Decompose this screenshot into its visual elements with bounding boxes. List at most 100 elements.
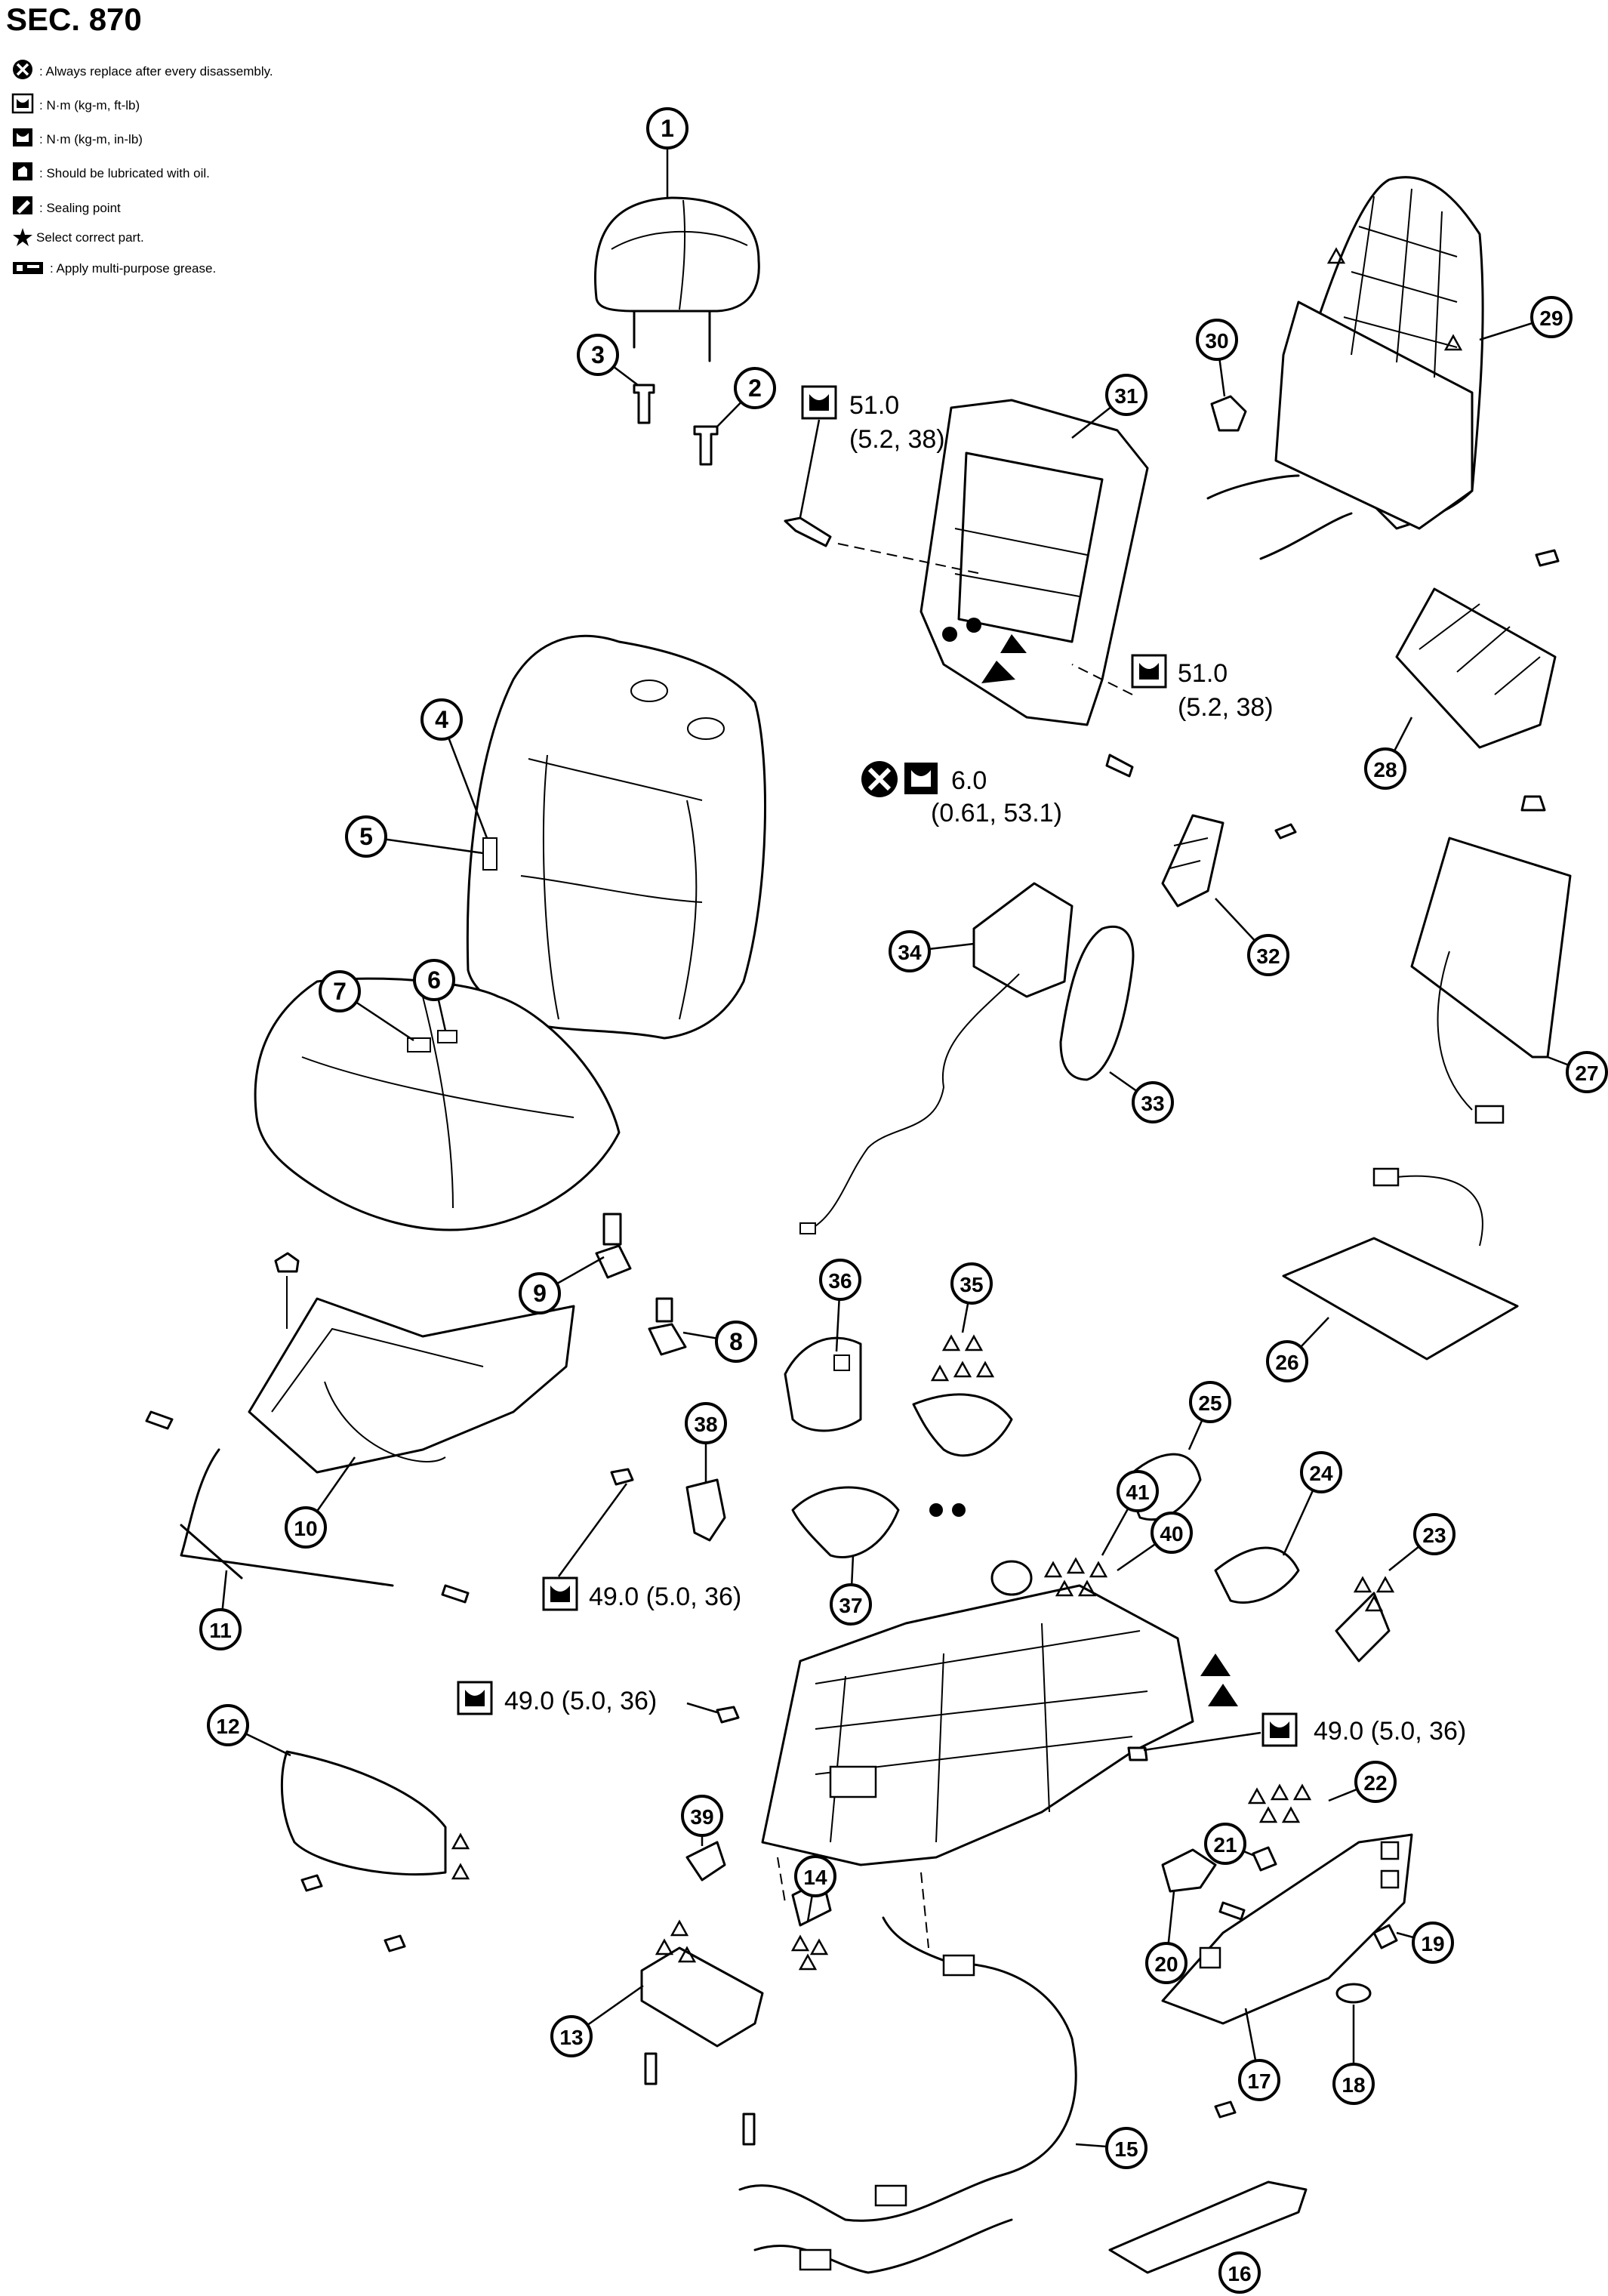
cushion-heater: [1282, 1167, 1519, 1361]
callout-number: 12: [216, 1715, 239, 1738]
torque-ftlb-icon: [1261, 1712, 1298, 1747]
callout-number: 3: [591, 341, 605, 368]
callout-9: 9: [519, 1256, 605, 1314]
callout-number: 4: [435, 706, 448, 733]
torque-value: 51.0: [849, 391, 899, 420]
callout-number: 41: [1126, 1481, 1149, 1504]
triangle-markers: [451, 247, 1463, 1971]
callout-3: 3: [577, 334, 639, 386]
callout-circle: [413, 959, 455, 1001]
callout-38: 38: [685, 1402, 727, 1484]
callout-circle: [715, 1321, 757, 1363]
side-cover: [1161, 1833, 1413, 2025]
callout-circle: [1189, 1381, 1231, 1423]
callout-circle: [1566, 1051, 1608, 1093]
x-circle-icon: [861, 761, 898, 797]
torque-spec-1: 51.0 (5.2, 38): [799, 385, 945, 518]
callout-circle: [1247, 934, 1289, 976]
callout-circle: [1145, 1942, 1188, 1984]
legend: : Always replace after every disassembly…: [11, 60, 273, 276]
callout-20: 20: [1145, 1891, 1188, 1984]
callout-number: 13: [559, 2026, 583, 2049]
side-switch-assembly: [799, 814, 1297, 1234]
callout-6: 6: [413, 959, 455, 1031]
torque-value: 49.0 (5.0, 36): [1314, 1717, 1466, 1746]
torque-spec-2: 51.0 (5.2, 38): [1131, 654, 1274, 722]
callout-28: 28: [1364, 717, 1413, 790]
torque-value: 51.0: [1178, 659, 1228, 688]
frame-bolts: [784, 516, 1134, 778]
callout-number: 30: [1205, 329, 1228, 353]
callout-number: 20: [1154, 1952, 1178, 1976]
callout-29: 29: [1479, 296, 1573, 341]
callout-circle: [681, 1795, 723, 1837]
seatback-frame: [837, 399, 1149, 726]
callout-number: 18: [1342, 2073, 1365, 2097]
headrest: [594, 196, 760, 362]
callout-number: 7: [333, 978, 347, 1005]
callout-number: 17: [1247, 2069, 1271, 2093]
cushion-wire: [145, 1410, 470, 1604]
panel-clip: [1210, 395, 1247, 432]
callout-30: 30: [1196, 319, 1238, 397]
callout-number: 11: [209, 1619, 232, 1642]
callout-number: 27: [1575, 1062, 1598, 1085]
callout-circle: [646, 107, 688, 149]
callout-circle: [577, 334, 619, 376]
callout-circle: [819, 1259, 861, 1301]
grease-icon: [13, 262, 43, 274]
callout-number: 5: [359, 823, 373, 850]
callout-circle: [345, 815, 387, 858]
callout-circle: [1354, 1761, 1397, 1803]
power-seat-switch: [1161, 1846, 1277, 1921]
callout-11: 11: [199, 1570, 242, 1650]
callout-circle: [950, 1262, 993, 1305]
callout-27: 27: [1547, 1051, 1608, 1093]
callout-number: 38: [694, 1413, 717, 1436]
seat-frame-bolts: [610, 1468, 1148, 1761]
star-icon: [13, 228, 32, 246]
callout-number: 22: [1363, 1771, 1387, 1795]
callout-number: 31: [1114, 384, 1138, 408]
callout-circle: [734, 367, 776, 409]
callout-25: 25: [1188, 1381, 1231, 1450]
callout-8: 8: [682, 1321, 757, 1363]
callout-circle: [1530, 296, 1573, 338]
seat-cushion-cover: [254, 977, 621, 1231]
callout-4: 4: [420, 698, 488, 839]
callout-circle: [1132, 1081, 1174, 1123]
callout-number: 24: [1309, 1462, 1333, 1485]
callout-37: 37: [830, 1555, 872, 1626]
callout-circle: [830, 1583, 872, 1626]
callout-circle: [1364, 747, 1406, 790]
seatback-bracket: [1395, 549, 1560, 812]
legend-text-torque-inlb: : N·m (kg-m, in-lb): [39, 132, 143, 146]
callout-5: 5: [345, 815, 484, 858]
section-title: SEC. 870: [6, 2, 142, 37]
callout-circle: [1105, 2127, 1147, 2169]
callout-number: 28: [1373, 758, 1397, 781]
callout-number: 2: [748, 374, 762, 402]
callout-31: 31: [1071, 374, 1147, 439]
cushion-clips: [595, 1213, 687, 1356]
callout-26: 26: [1266, 1317, 1329, 1382]
torque-ftlb-icon: [801, 385, 837, 420]
front-finisher: [280, 1750, 447, 1952]
callout-10: 10: [285, 1456, 356, 1549]
callout-circle: [420, 698, 463, 741]
callout-circle: [1332, 2063, 1375, 2105]
callout-19: 19: [1396, 1922, 1454, 1964]
callout-number: 33: [1141, 1092, 1164, 1115]
callout-16: 16: [1218, 2251, 1261, 2294]
callout-22: 22: [1328, 1761, 1397, 1803]
seatback-cover: [466, 634, 766, 1040]
legend-text-sealing: : Sealing point: [39, 201, 121, 215]
callout-circle: [550, 2015, 593, 2057]
seat-frame: [761, 1503, 1238, 1949]
callout-number: 26: [1275, 1351, 1298, 1374]
callout-7: 7: [319, 970, 414, 1042]
callout-circle: [285, 1506, 327, 1549]
callout-14: 14: [794, 1855, 836, 1922]
callout-2: 2: [716, 367, 776, 427]
